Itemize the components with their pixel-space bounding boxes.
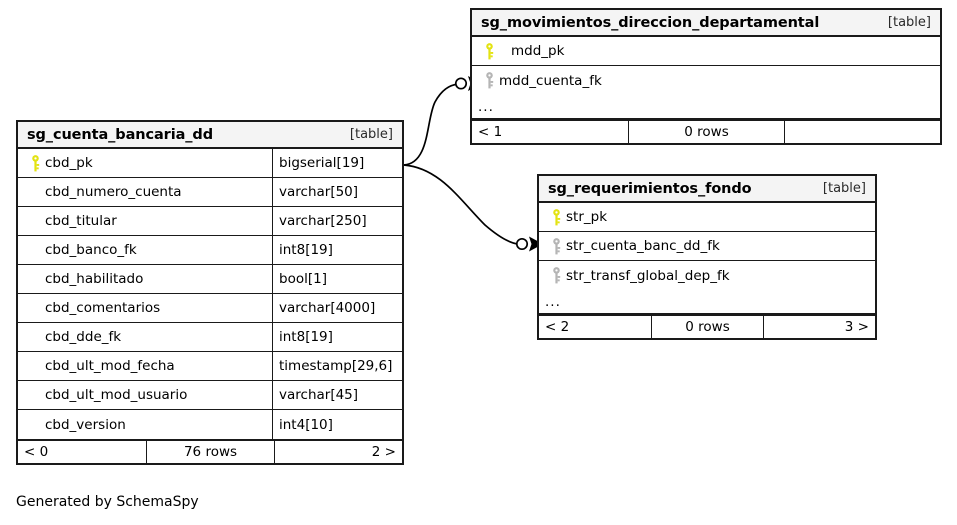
column-name-cell: str_cuenta_banc_dd_fk: [539, 232, 875, 260]
table-title: sg_movimientos_direccion_departamental: [481, 14, 820, 31]
column-row[interactable]: cbd_ult_mod_usuario varchar[45]: [18, 381, 402, 410]
table-sg-movimientos-direccion-departamental[interactable]: sg_movimientos_direccion_departamental […: [470, 8, 942, 145]
column-name-cell: mdd_pk: [472, 37, 940, 65]
footer-row-count: 0 rows: [651, 316, 763, 338]
column-name-cell: str_pk: [539, 203, 875, 231]
table-sg-cuenta-bancaria-dd[interactable]: sg_cuenta_bancaria_dd [table] cbd_pk bigs…: [16, 120, 404, 465]
table-footer: < 0 76 rows 2 >: [18, 439, 402, 463]
column-name: cbd_titular: [45, 213, 117, 229]
more-columns-indicator: ...: [539, 290, 875, 314]
primary-key-icon: [480, 37, 499, 65]
column-row[interactable]: str_transf_global_dep_fk: [539, 261, 875, 290]
column-type: int8[19]: [272, 323, 402, 351]
footer-parents-count: < 0: [24, 444, 49, 460]
footer-parents-count: < 1: [478, 124, 503, 140]
table-header: sg_cuenta_bancaria_dd [table]: [18, 122, 402, 149]
table-title: sg_cuenta_bancaria_dd: [27, 126, 213, 143]
column-row[interactable]: str_pk: [539, 203, 875, 232]
column-list: str_pk str_cuenta_banc_dd_fk str_transf_gl…: [539, 203, 875, 290]
table-title: sg_requerimientos_fondo: [548, 180, 752, 197]
column-name-cell: cbd_dde_fk: [18, 323, 272, 351]
more-columns-indicator: ...: [472, 95, 940, 119]
column-type: int4[10]: [272, 410, 402, 439]
column-name: cbd_banco_fk: [45, 242, 137, 258]
table-header: sg_movimientos_direccion_departamental […: [472, 10, 940, 37]
optional-marker-circle: [515, 237, 529, 251]
column-list: mdd_pk mdd_cuenta_fk: [472, 37, 940, 95]
column-name: cbd_habilitado: [45, 271, 144, 287]
column-name-cell: cbd_titular: [18, 207, 272, 235]
column-row[interactable]: cbd_comentarios varchar[4000]: [18, 294, 402, 323]
column-name-cell: str_transf_global_dep_fk: [539, 261, 875, 290]
column-row[interactable]: cbd_ult_mod_fecha timestamp[29,6]: [18, 352, 402, 381]
column-name: cbd_ult_mod_fecha: [45, 358, 175, 374]
generator-caption: Generated by SchemaSpy: [16, 494, 199, 510]
column-type: varchar[45]: [272, 381, 402, 409]
column-type: varchar[250]: [272, 207, 402, 235]
column-row[interactable]: cbd_pk bigserial[19]: [18, 149, 402, 178]
column-row[interactable]: cbd_habilitado bool[1]: [18, 265, 402, 294]
foreign-key-icon: [547, 261, 566, 290]
column-name: mdd_pk: [511, 43, 565, 59]
column-type: varchar[50]: [272, 178, 402, 206]
footer-parents-count: < 2: [545, 319, 570, 335]
column-name: cbd_ult_mod_usuario: [45, 387, 188, 403]
table-type-tag: [table]: [887, 15, 931, 30]
column-name: str_transf_global_dep_fk: [566, 267, 730, 284]
primary-key-icon: [547, 203, 566, 231]
table-header: sg_requerimientos_fondo [table]: [539, 176, 875, 203]
footer-children-count: 3 >: [763, 316, 875, 338]
column-name: cbd_version: [45, 416, 126, 433]
column-name: str_cuenta_banc_dd_fk: [566, 238, 720, 254]
column-type: bigserial[19]: [272, 149, 402, 177]
column-type: int8[19]: [272, 236, 402, 264]
column-name-cell: mdd_cuenta_fk: [472, 66, 940, 95]
column-name-cell: cbd_ult_mod_usuario: [18, 381, 272, 409]
column-name-cell: cbd_numero_cuenta: [18, 178, 272, 206]
column-type: bool[1]: [272, 265, 402, 293]
column-type: varchar[4000]: [272, 294, 402, 322]
column-row[interactable]: cbd_titular varchar[250]: [18, 207, 402, 236]
table-footer: < 1 0 rows: [472, 119, 940, 143]
column-type: timestamp[29,6]: [272, 352, 402, 380]
footer-children-count: 2 >: [274, 441, 402, 463]
column-name-cell: cbd_comentarios: [18, 294, 272, 322]
column-name: cbd_numero_cuenta: [45, 184, 182, 200]
column-name: mdd_cuenta_fk: [499, 72, 602, 89]
column-name: cbd_pk: [45, 155, 93, 171]
relationship-line-requerimientos: [403, 164, 543, 252]
column-name: cbd_dde_fk: [45, 329, 122, 345]
footer-row-count: 76 rows: [146, 441, 274, 463]
column-name-cell: cbd_pk: [18, 149, 272, 177]
footer-row-count: 0 rows: [628, 121, 784, 143]
column-row[interactable]: mdd_cuenta_fk: [472, 66, 940, 95]
column-row[interactable]: cbd_dde_fk int8[19]: [18, 323, 402, 352]
table-footer: < 2 0 rows 3 >: [539, 314, 875, 338]
table-type-tag: [table]: [349, 127, 393, 142]
column-row[interactable]: cbd_numero_cuenta varchar[50]: [18, 178, 402, 207]
column-row[interactable]: cbd_version int4[10]: [18, 410, 402, 439]
optional-marker-circle: [454, 77, 468, 90]
column-name: str_pk: [566, 209, 608, 225]
column-name-cell: cbd_ult_mod_fecha: [18, 352, 272, 380]
column-name: cbd_comentarios: [45, 300, 161, 316]
column-row[interactable]: str_cuenta_banc_dd_fk: [539, 232, 875, 261]
foreign-key-icon: [480, 66, 499, 95]
primary-key-icon: [26, 149, 45, 177]
column-name-cell: cbd_version: [18, 410, 272, 439]
foreign-key-icon: [547, 232, 566, 260]
column-row[interactable]: cbd_banco_fk int8[19]: [18, 236, 402, 265]
table-type-tag: [table]: [822, 181, 866, 196]
column-name-cell: cbd_habilitado: [18, 265, 272, 293]
column-row[interactable]: mdd_pk: [472, 37, 940, 66]
footer-children-count: [784, 121, 940, 143]
column-name-cell: cbd_banco_fk: [18, 236, 272, 264]
